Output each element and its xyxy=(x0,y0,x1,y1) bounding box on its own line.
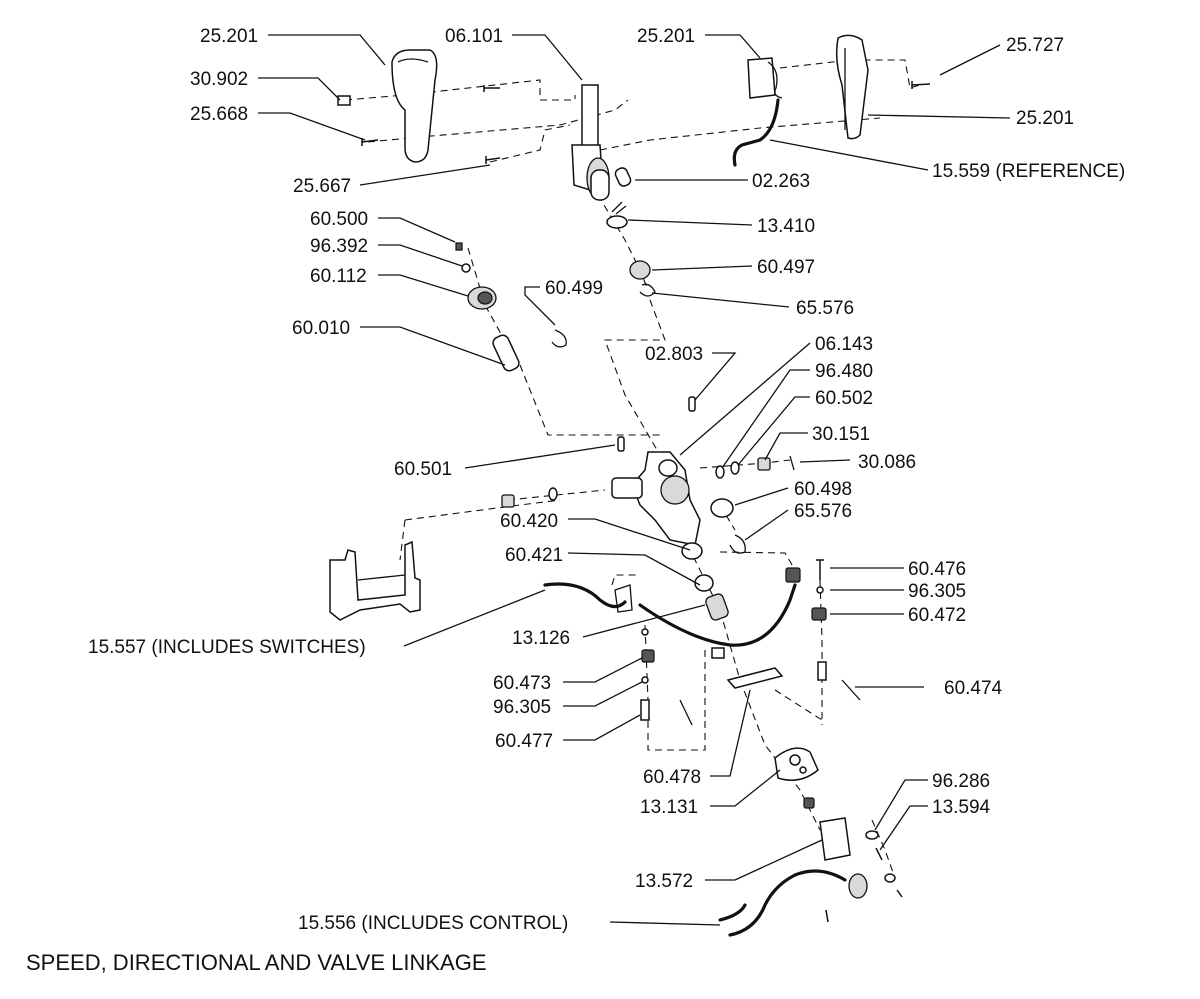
label-96-392: 96.392 xyxy=(310,236,368,257)
label-02-263: 02.263 xyxy=(752,171,810,192)
label-96-286: 96.286 xyxy=(932,771,990,792)
label-13-126: 13.126 xyxy=(512,628,570,649)
label-96-305-a: 96.305 xyxy=(908,581,966,602)
part-drawings xyxy=(329,34,931,937)
label-60-476: 60.476 xyxy=(908,559,966,580)
label-60-472: 60.472 xyxy=(908,605,966,626)
label-25-668: 25.668 xyxy=(190,104,248,125)
label-60-499: 60.499 xyxy=(545,278,603,299)
label-60-502: 60.502 xyxy=(815,388,873,409)
label-60-478: 60.478 xyxy=(643,767,701,788)
label-30-902: 30.902 xyxy=(190,69,248,90)
leader-lines xyxy=(258,34,1011,926)
label-60-421: 60.421 xyxy=(505,545,563,566)
label-30-151: 30.151 xyxy=(812,424,870,445)
label-60-010: 60.010 xyxy=(292,318,350,339)
label-06-143: 06.143 xyxy=(815,334,873,355)
label-13-131: 13.131 xyxy=(640,797,698,818)
label-60-473: 60.473 xyxy=(493,673,551,694)
label-60-420: 60.420 xyxy=(500,511,558,532)
label-30-086: 30.086 xyxy=(858,452,916,473)
label-06-101: 06.101 xyxy=(445,26,503,47)
label-60-500: 60.500 xyxy=(310,209,368,230)
label-25-727: 25.727 xyxy=(1006,35,1064,56)
label-65-576-a: 65.576 xyxy=(796,298,854,319)
label-15-556: 15.556 (INCLUDES CONTROL) xyxy=(298,913,568,934)
label-25-667: 25.667 xyxy=(293,176,351,197)
label-13-572: 13.572 xyxy=(635,871,693,892)
label-60-497: 60.497 xyxy=(757,257,815,278)
handle-left-shape xyxy=(391,49,438,163)
label-13-410: 13.410 xyxy=(757,216,815,237)
label-15-559: 15.559 (REFERENCE) xyxy=(932,161,1125,182)
label-60-498: 60.498 xyxy=(794,479,852,500)
diagram-title: SPEED, DIRECTIONAL AND VALVE LINKAGE xyxy=(26,950,487,975)
label-13-594: 13.594 xyxy=(932,797,991,818)
label-15-557: 15.557 (INCLUDES SWITCHES) xyxy=(88,637,366,658)
assembly-dashed-lines xyxy=(344,59,921,879)
label-65-576-b: 65.576 xyxy=(794,501,852,522)
label-60-112: 60.112 xyxy=(310,266,367,287)
label-60-477: 60.477 xyxy=(495,731,553,752)
label-25-201-a: 25.201 xyxy=(200,26,258,47)
label-60-501: 60.501 xyxy=(394,459,452,480)
label-25-201-c: 25.201 xyxy=(1016,108,1074,129)
label-96-305-b: 96.305 xyxy=(493,697,551,718)
label-25-201-b: 25.201 xyxy=(637,26,695,47)
label-02-803: 02.803 xyxy=(645,344,703,365)
part-labels: 25.201 30.902 25.668 25.667 06.101 25.20… xyxy=(88,26,1125,934)
label-60-474: 60.474 xyxy=(944,678,1003,699)
label-96-480: 96.480 xyxy=(815,361,873,382)
